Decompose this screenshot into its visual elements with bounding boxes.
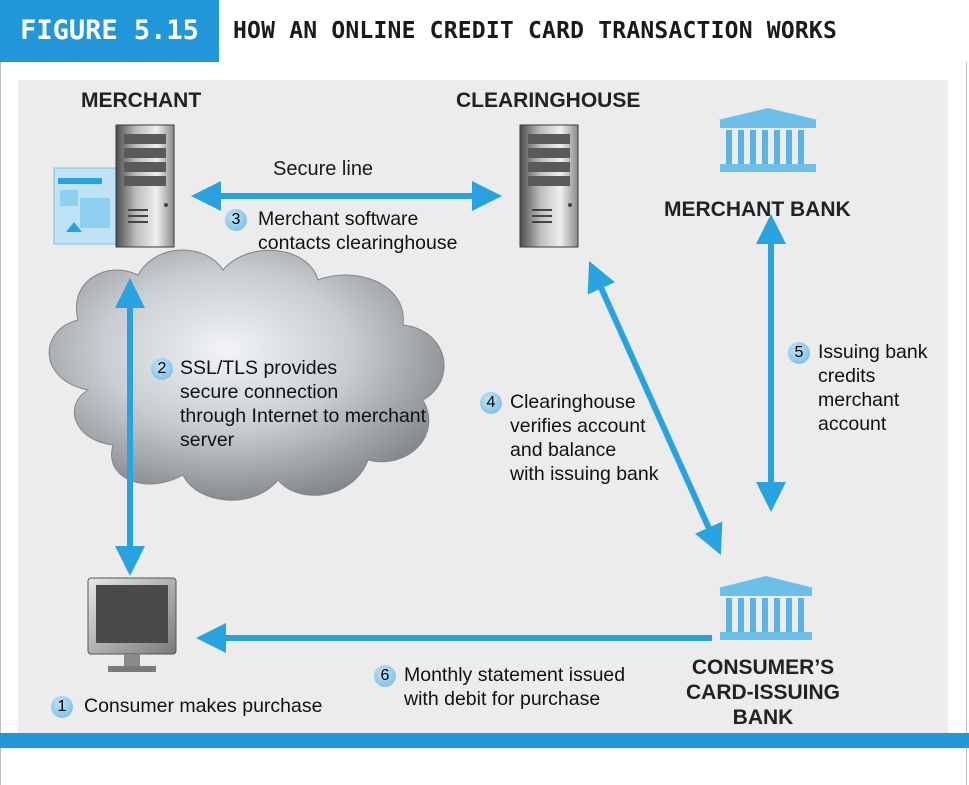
step-1-badge: 1 <box>51 696 73 718</box>
monitor-icon <box>87 577 177 672</box>
merchant-label: MERCHANT <box>81 89 202 112</box>
step-4-text: Clearinghouse verifies account and balan… <box>510 391 659 485</box>
step-3-badge: 3 <box>225 209 247 231</box>
cloud-icon <box>48 249 445 501</box>
step-4-badge: 4 <box>480 392 502 414</box>
figure-title: HOW AN ONLINE CREDIT CARD TRANSACTION WO… <box>233 18 838 44</box>
figure-bottom-bar <box>0 733 969 748</box>
figure-header: FIGURE 5.15 HOW AN ONLINE CREDIT CARD TR… <box>0 0 969 62</box>
verification-arrow <box>587 261 723 555</box>
step-3-text: Merchant software contacts clearinghouse <box>258 208 458 254</box>
server-tower-icon <box>115 124 175 248</box>
figure-label: FIGURE 5.15 <box>0 0 219 62</box>
webpage-window-icon <box>53 167 117 245</box>
server-tower-icon <box>519 124 579 248</box>
merchant-bank-label: MERCHANT BANK <box>664 198 851 221</box>
step-2-badge: 2 <box>151 358 173 380</box>
step-6-text: Monthly statement issued with debit for … <box>404 664 626 710</box>
step-6-badge: 6 <box>374 665 396 687</box>
step-5-badge: 5 <box>788 342 810 364</box>
clearinghouse-label: CLEARINGHOUSE <box>456 89 641 112</box>
secure-line-label: Secure line <box>273 158 374 180</box>
diagram-canvas: MERCHANT CLEARINGHOUSE MERCHANT BANK CON… <box>18 80 948 733</box>
step-5-text: Issuing bank credits merchant account <box>818 341 928 435</box>
bank-building-icon <box>718 108 818 172</box>
diagram-svg <box>48 108 818 672</box>
bank-building-icon <box>718 576 814 640</box>
step-2-text: SSL/TLS provides secure connection throu… <box>180 357 427 451</box>
consumer-bank-label: CONSUMER’S CARD-ISSUING BANK <box>685 656 840 729</box>
figure-border <box>0 62 967 785</box>
step-1-text: Consumer makes purchase <box>84 695 323 717</box>
